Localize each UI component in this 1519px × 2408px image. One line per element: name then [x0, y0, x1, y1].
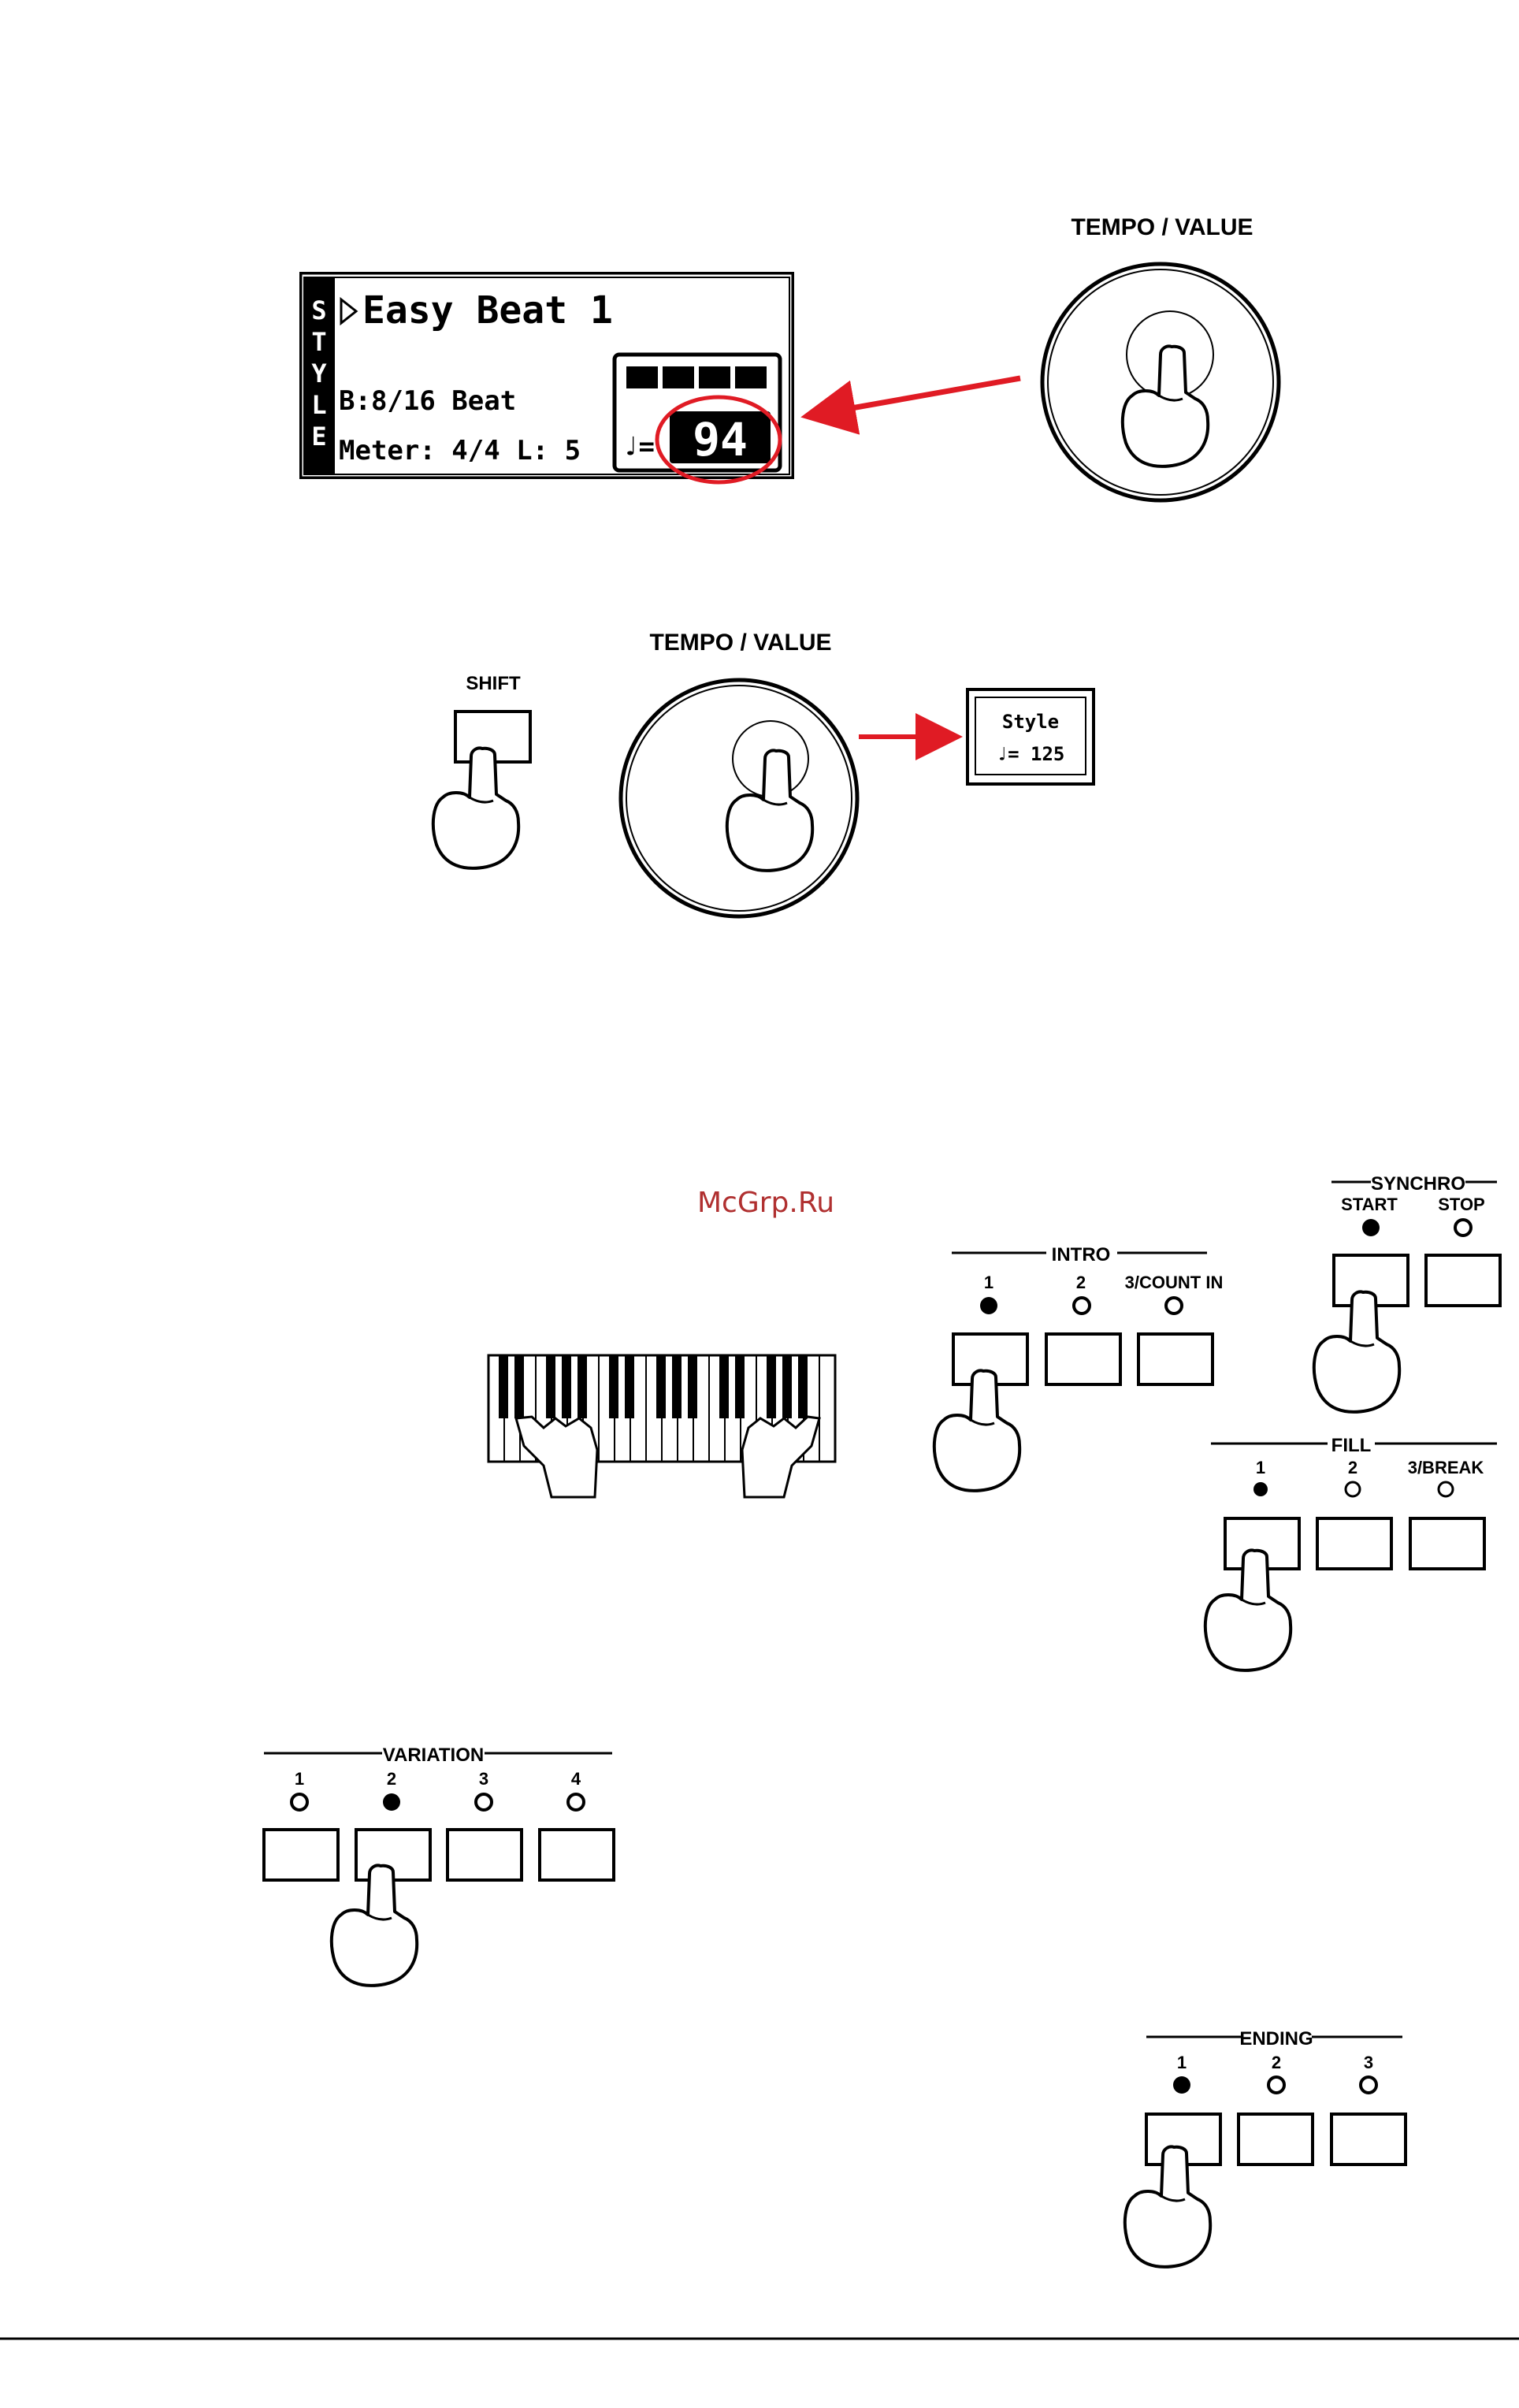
side-tab-letter: E	[311, 422, 326, 452]
fill-2-button[interactable]	[1317, 1518, 1391, 1569]
pointing-hand-icon	[433, 748, 518, 868]
ending-3-label: 3	[1364, 2053, 1373, 2072]
synchro-start-label: START	[1341, 1195, 1398, 1214]
keyboard-hands-icon	[488, 1355, 835, 1497]
ending-2-label: 2	[1272, 2053, 1281, 2072]
variation-1-button[interactable]	[264, 1830, 338, 1880]
style-meter: Meter: 4/4 L: 5	[339, 435, 581, 466]
variation-section: VARIATION 1 2 3 4	[264, 1745, 614, 1880]
intro-1-label: 1	[984, 1273, 993, 1292]
variation-2-led	[383, 1793, 400, 1811]
tempo-symbol: ♩=	[622, 431, 655, 463]
intro-section: INTRO 1 2 3/COUNT IN	[952, 1244, 1223, 1384]
variation-4-led	[568, 1794, 584, 1810]
tempo-value-label-mid: TEMPO / VALUE	[649, 630, 831, 656]
fill-1-label: 1	[1256, 1458, 1265, 1477]
fill-2-label: 2	[1348, 1458, 1357, 1477]
variation-3-button[interactable]	[448, 1830, 522, 1880]
ending-2-led	[1268, 2077, 1284, 2093]
side-tab-letter: T	[311, 327, 326, 357]
ending-3-led	[1361, 2077, 1376, 2093]
variation-1-led	[292, 1794, 307, 1810]
pointing-hand-icon	[1314, 1291, 1399, 1411]
variation-3-led	[476, 1794, 492, 1810]
tempo-popup: Style ♩= 125	[967, 689, 1094, 784]
ending-title: ENDING	[1239, 2028, 1313, 2049]
variation-3-label: 3	[479, 1769, 488, 1789]
side-tab-letter: L	[311, 390, 326, 420]
synchro-title: SYNCHRO	[1371, 1173, 1465, 1195]
style-name: Easy Beat 1	[362, 288, 613, 333]
ending-section: ENDING 1 2 3	[1146, 2028, 1406, 2165]
variation-title: VARIATION	[383, 1745, 484, 1766]
ending-3-button[interactable]	[1331, 2114, 1406, 2165]
variation-4-button[interactable]	[540, 1830, 614, 1880]
intro-3-led	[1166, 1298, 1182, 1314]
intro-title: INTRO	[1052, 1244, 1111, 1265]
start-led	[1362, 1219, 1380, 1236]
ending-1-label: 1	[1177, 2053, 1187, 2072]
fill-2-led	[1346, 1482, 1360, 1496]
synchro-section: SYNCHRO START STOP	[1331, 1173, 1500, 1306]
side-tab-letter: S	[311, 295, 326, 325]
tempo-value: 94	[693, 413, 748, 466]
watermark-text: McGrp.Ru	[697, 1187, 834, 1219]
intro-2-led	[1074, 1298, 1090, 1314]
shift-label: SHIFT	[466, 673, 521, 694]
red-arrow-icon	[811, 378, 1020, 415]
ending-2-button[interactable]	[1239, 2114, 1313, 2165]
popup-tempo: ♩= 125	[997, 743, 1065, 765]
style-bank: B:8/16 Beat	[339, 385, 516, 417]
stop-led	[1455, 1220, 1471, 1236]
ending-1-led	[1173, 2076, 1190, 2094]
variation-1-label: 1	[295, 1769, 304, 1789]
fill-3-led	[1439, 1482, 1453, 1496]
variation-4-label: 4	[571, 1769, 581, 1789]
intro-3-button[interactable]	[1138, 1334, 1213, 1384]
fill-3-label: 3/BREAK	[1408, 1458, 1484, 1477]
stop-button[interactable]	[1426, 1255, 1500, 1306]
intro-2-button[interactable]	[1046, 1334, 1120, 1384]
variation-2-label: 2	[387, 1769, 396, 1789]
fill-3-button[interactable]	[1410, 1518, 1484, 1569]
synchro-stop-label: STOP	[1438, 1195, 1485, 1214]
pointing-hand-icon	[332, 1865, 417, 1985]
side-tab-letter: Y	[311, 359, 327, 388]
popup-title: Style	[1002, 711, 1059, 733]
style-display-panel: S T Y L E Easy Beat 1 B:8/16 Beat Meter:…	[299, 272, 794, 482]
intro-2-label: 2	[1076, 1273, 1086, 1292]
fill-title: FILL	[1331, 1435, 1372, 1456]
intro-1-led	[980, 1297, 997, 1314]
fill-section: FILL 1 2 3/BREAK	[1211, 1435, 1497, 1569]
tempo-value-label-top: TEMPO / VALUE	[1071, 214, 1253, 240]
pointing-hand-icon	[934, 1370, 1019, 1490]
fill-1-led	[1253, 1482, 1268, 1496]
intro-3-label: 3/COUNT IN	[1125, 1273, 1224, 1292]
